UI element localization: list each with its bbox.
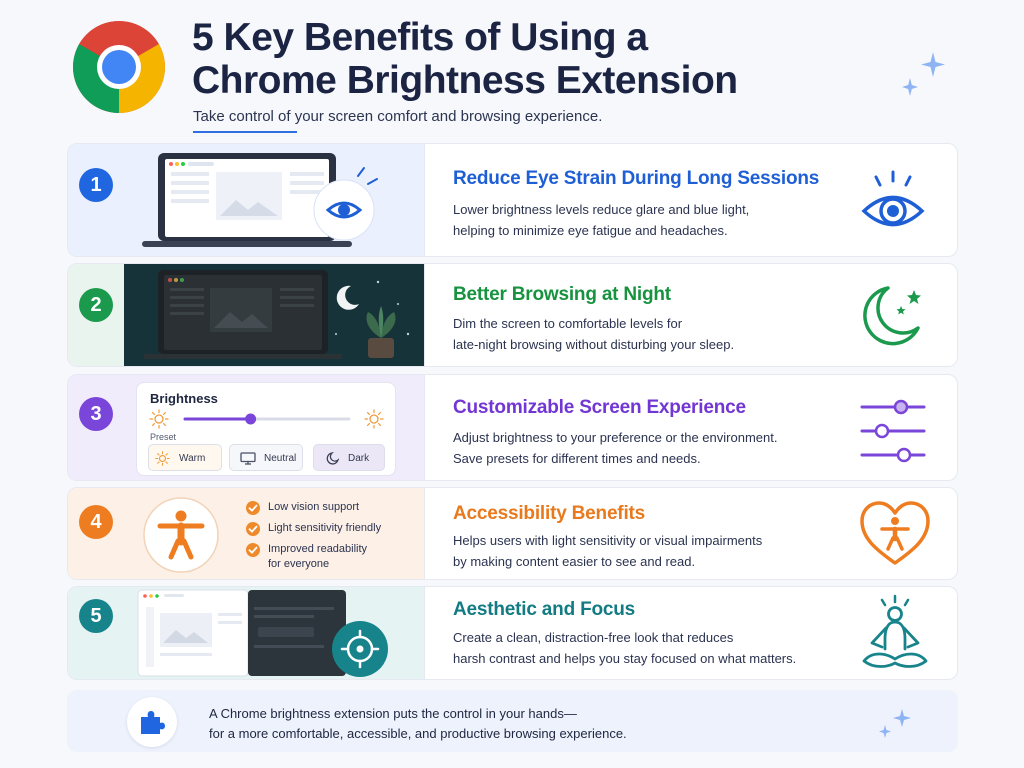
benefit-title: Aesthetic and Focus — [453, 599, 636, 620]
checklist-item: Light sensitivity friendly — [246, 521, 406, 536]
benefit-description: Create a clean, distraction-free look th… — [453, 627, 863, 669]
checklist-text: Improved readability — [268, 543, 368, 555]
benefit-description: Dim the screen to comfortable levels for… — [453, 313, 833, 355]
chrome-logo-icon — [72, 20, 166, 114]
checklist-text: for everyone — [268, 558, 330, 570]
description-line: helping to minimize eye fatigue and head… — [453, 223, 728, 238]
preset-label-warm: Warm — [179, 453, 206, 464]
accessibility-checklist: Low vision support Light sensitivity fri… — [246, 500, 406, 578]
check-icon — [246, 522, 260, 536]
benefit-illustration-5 — [68, 587, 424, 679]
split-screen-icon — [137, 589, 388, 677]
description-line: Create a clean, distraction-free look th… — [453, 630, 734, 645]
description-line: harsh contrast and helps you stay focuse… — [453, 651, 797, 666]
eye-icon — [858, 166, 928, 241]
checklist-item: Low vision support — [246, 500, 406, 515]
moon-stars-icon — [858, 282, 928, 353]
brightness-panel: Brightness — [136, 382, 396, 476]
number-badge: 1 — [79, 168, 113, 202]
benefit-illustration-4: Low vision support Light sensitivity fri… — [68, 488, 424, 579]
preset-label: Preset — [150, 432, 177, 442]
card-divider — [424, 488, 425, 579]
title-line-1: 5 Key Benefits of Using a — [192, 16, 648, 59]
benefit-title: Better Browsing at Night — [453, 284, 671, 305]
checklist-text: Low vision support — [268, 501, 360, 513]
number-badge: 5 — [79, 599, 113, 633]
number-badge: 2 — [79, 288, 113, 322]
sliders-icon — [858, 395, 928, 470]
description-line: late-night browsing without disturbing y… — [453, 337, 735, 352]
benefit-illustration-3: Brightness — [68, 375, 424, 480]
slider-thumb[interactable] — [245, 413, 257, 425]
title-line-2: Chrome Brightness Extension — [192, 59, 738, 102]
benefit-card-4: Low vision support Light sensitivity fri… — [67, 487, 958, 580]
footer-banner: A Chrome brightness extension puts the c… — [67, 690, 958, 752]
benefit-illustration-1 — [68, 144, 424, 256]
preset-neutral-button[interactable]: Neutral — [229, 444, 303, 471]
card-divider — [424, 587, 425, 679]
number-badge: 3 — [79, 397, 113, 431]
description-line: Adjust brightness to your preference or … — [453, 430, 778, 445]
brightness-slider[interactable] — [149, 409, 385, 429]
accessibility-person-icon — [143, 497, 219, 573]
preset-label-dark: Dark — [348, 453, 370, 464]
benefit-card-3: Brightness — [67, 374, 958, 481]
sparkle-icon — [875, 708, 915, 742]
benefit-title: Accessibility Benefits — [453, 503, 646, 524]
page-title: 5 Key Benefits of Using a Chrome Brightn… — [192, 16, 812, 102]
preset-dark-button[interactable]: Dark — [313, 444, 385, 471]
sun-high-icon — [364, 409, 384, 429]
benefit-description: Adjust brightness to your preference or … — [453, 427, 833, 469]
card-divider — [424, 144, 425, 256]
footer-line: A Chrome brightness extension puts the c… — [209, 706, 577, 721]
benefit-card-5: 5 Aesthetic and Focus Create a clean, di… — [67, 586, 958, 680]
description-line: Save presets for different times and nee… — [453, 451, 701, 466]
footer-line: for a more comfortable, accessible, and … — [209, 726, 627, 741]
checklist-item: Improved readability for everyone — [246, 542, 406, 572]
benefit-card-2: 2 Better Browsing at Night Dim the scree… — [67, 263, 958, 367]
meditation-icon — [856, 593, 934, 679]
check-icon — [246, 543, 260, 557]
puzzle-icon — [127, 697, 177, 747]
benefit-description: Lower brightness levels reduce glare and… — [453, 199, 833, 241]
footer-text: A Chrome brightness extension puts the c… — [209, 704, 769, 744]
accessibility-heart-icon — [858, 499, 932, 574]
header: 5 Key Benefits of Using a Chrome Brightn… — [0, 0, 1024, 140]
card-divider — [424, 264, 425, 366]
benefit-title: Reduce Eye Strain During Long Sessions — [453, 168, 820, 189]
description-line: by making content easier to see and read… — [453, 554, 696, 569]
preset-label-neutral: Neutral — [264, 453, 297, 464]
benefit-title: Customizable Screen Experience — [453, 397, 746, 418]
night-laptop-icon — [124, 264, 424, 366]
sun-low-icon — [149, 409, 169, 429]
check-icon — [246, 501, 260, 515]
subtitle-underline — [193, 131, 297, 133]
benefit-illustration-2 — [68, 264, 424, 366]
benefit-description: Helps users with light sensitivity or vi… — [453, 530, 833, 572]
benefit-card-1: 1 Reduce Eye Strain During Long Sessions… — [67, 143, 958, 257]
description-line: Dim the screen to comfortable levels for — [453, 316, 683, 331]
sparkle-icon — [896, 50, 950, 100]
number-badge: 4 — [79, 505, 113, 539]
laptop-icon — [142, 153, 378, 247]
preset-warm-button[interactable]: Warm — [148, 444, 222, 471]
description-line: Helps users with light sensitivity or vi… — [453, 533, 763, 548]
page-subtitle: Take control of your screen comfort and … — [193, 108, 603, 125]
description-line: Lower brightness levels reduce glare and… — [453, 202, 750, 217]
checklist-text: Light sensitivity friendly — [268, 522, 382, 534]
monitor-icon — [240, 452, 256, 465]
sun-icon — [155, 451, 170, 466]
brightness-label: Brightness — [150, 391, 218, 406]
moon-icon — [326, 452, 339, 465]
card-divider — [424, 375, 425, 480]
